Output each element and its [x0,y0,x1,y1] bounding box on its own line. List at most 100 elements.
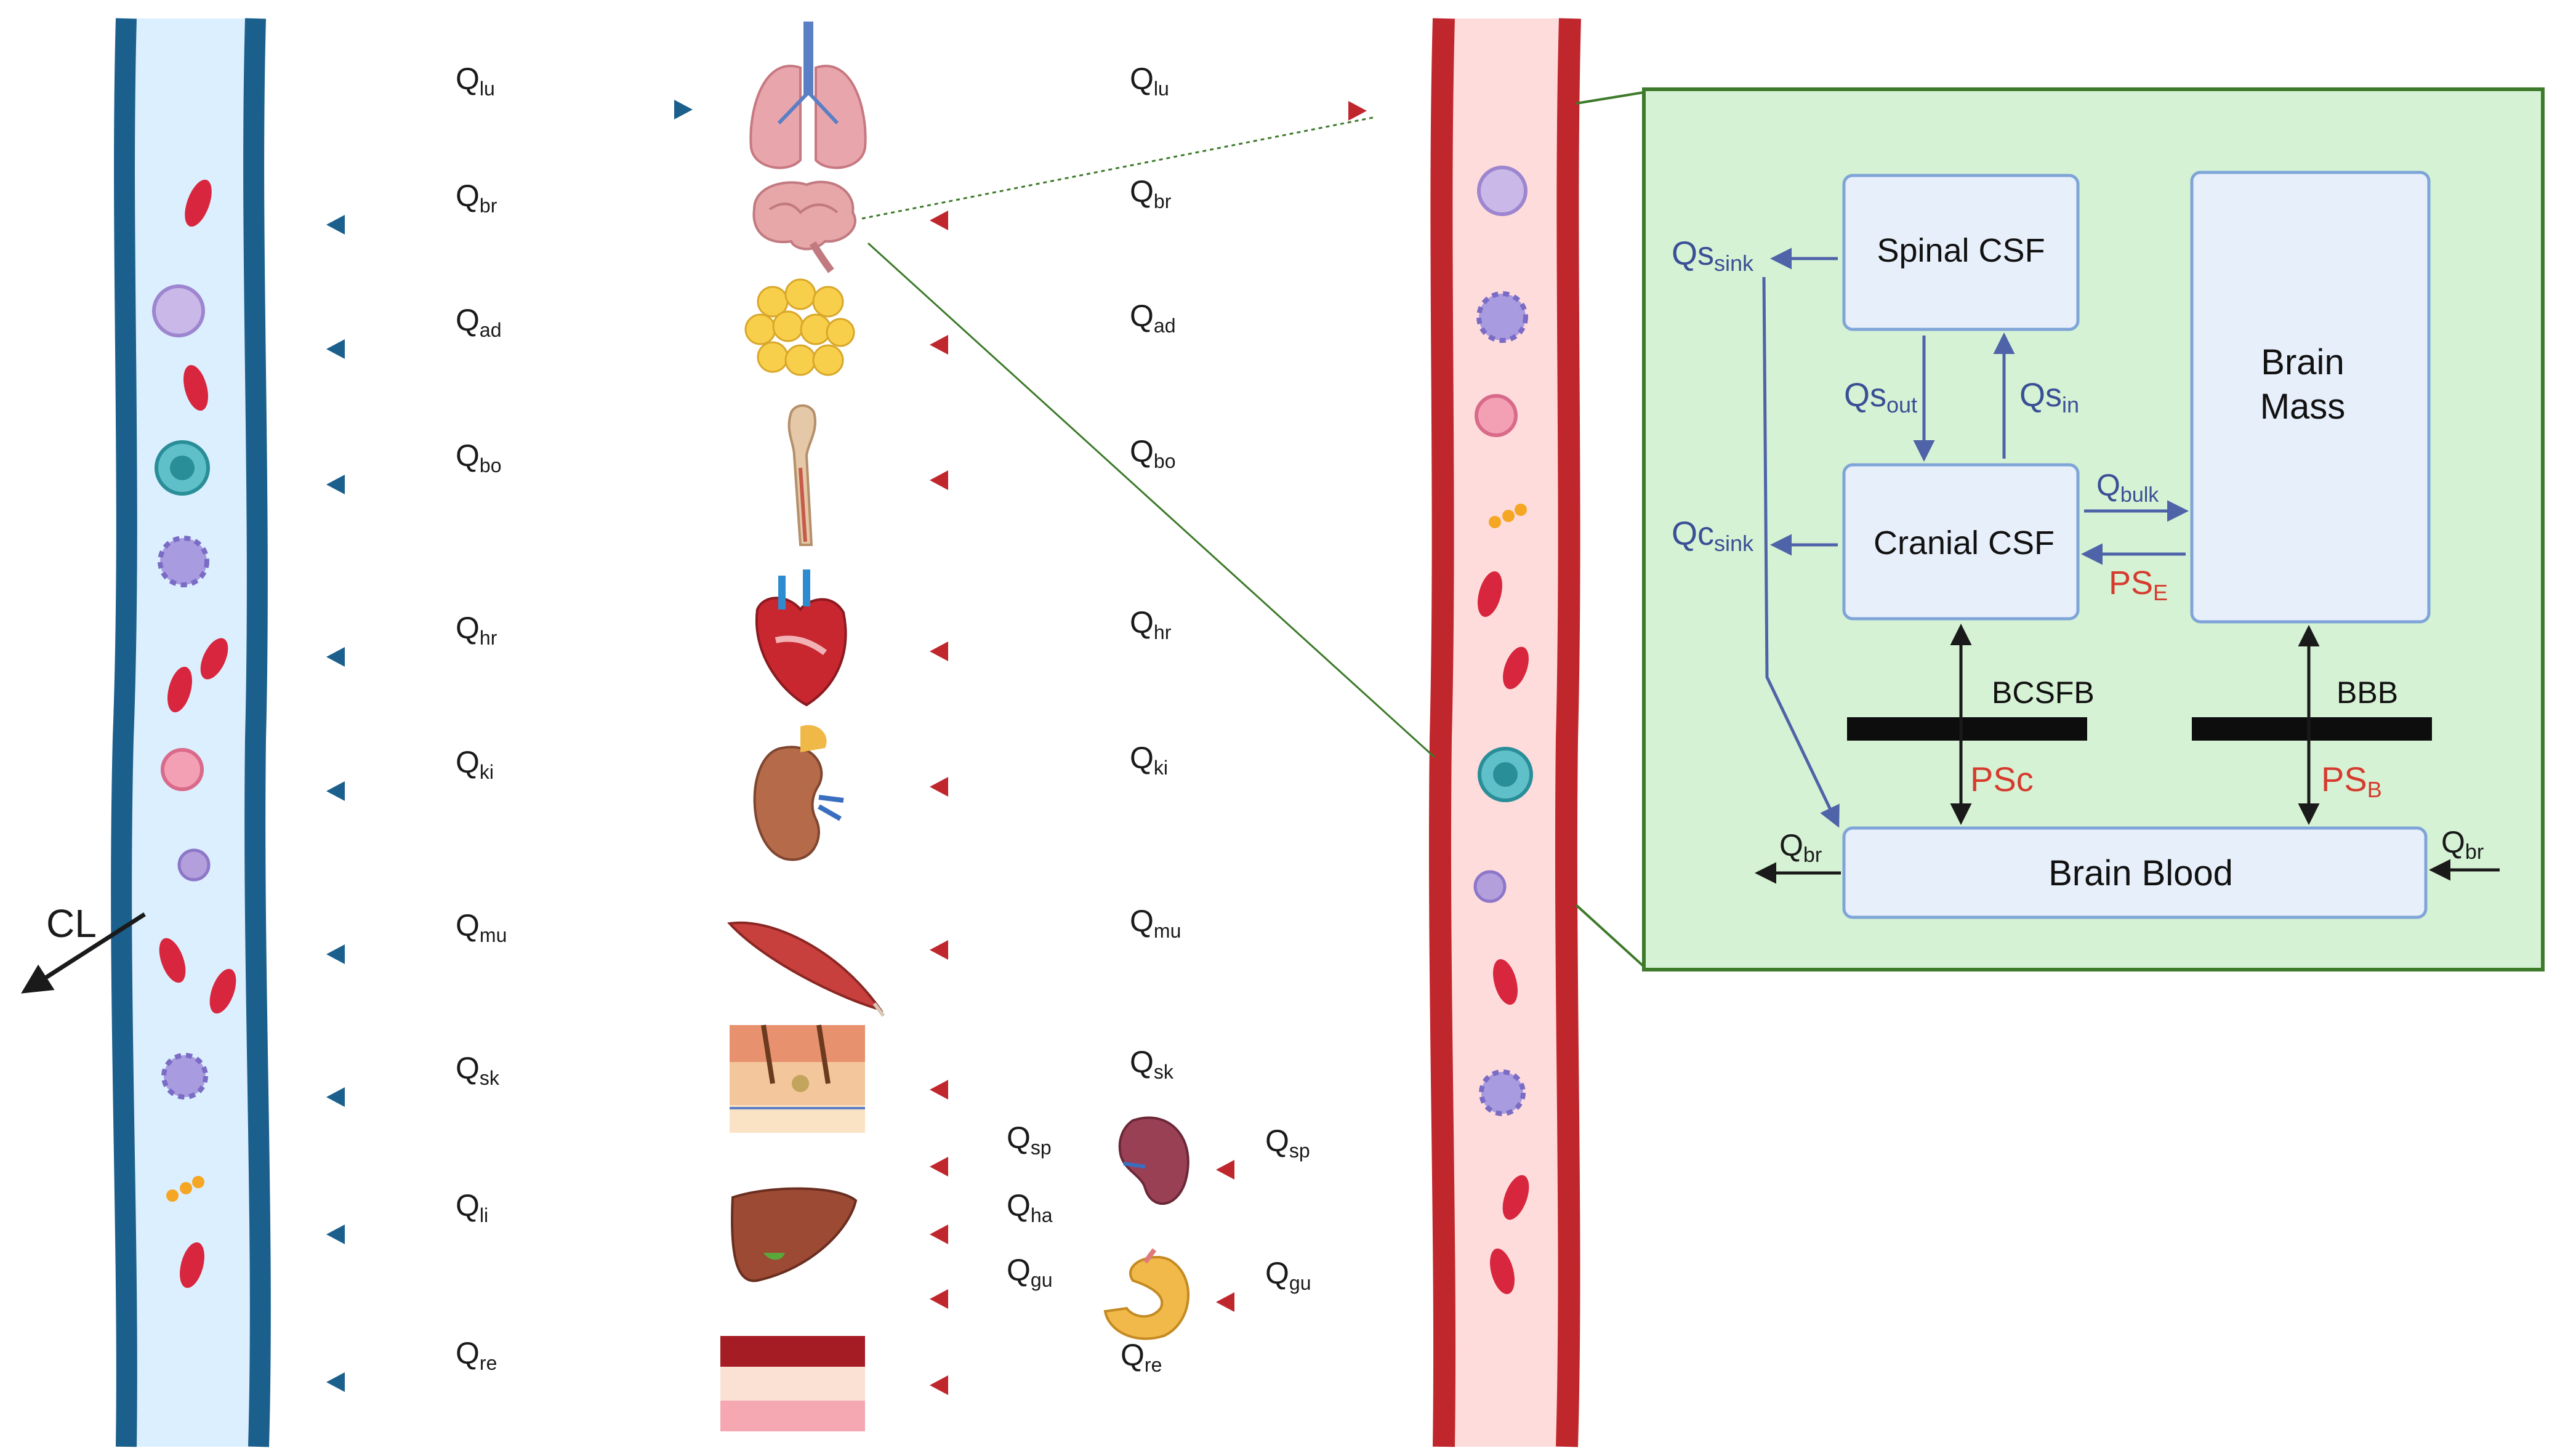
clearance-arrow [21,912,146,994]
kidney-icon [753,725,844,861]
spleen-icon [1118,1116,1189,1205]
zoom-connector-bottom [867,242,1436,758]
lymphocyte-icon [1473,870,1507,903]
label-qs-in: Qsin [2019,377,2079,417]
cranial-csf-label: Cranial CSF [1874,525,2055,561]
liver-icon [731,1187,858,1282]
arrowhead [326,944,345,964]
dendritic-cell-icon [158,536,209,587]
platelet-icon [166,1176,204,1202]
brain-mass-label-line2: Mass [2260,387,2346,427]
arrowhead [1348,101,1367,121]
cranial-csf-box [1842,463,2080,621]
label-q-re-arterial: Qre [1121,1338,1162,1376]
label-q-ki-venous: Qki [456,745,494,783]
label-q-sp-arterial: Qsp [1265,1124,1310,1162]
label-q-mu-arterial: Qmu [1130,904,1181,942]
red-blood-cell-icon [200,638,228,680]
bcsfb-barrier [1847,717,2087,741]
dendritic-cell-icon [1479,1069,1526,1116]
red-blood-cell-icon [180,1242,204,1288]
arrowhead [326,1225,345,1244]
zoom-connector-panel-bottom [1575,904,1645,968]
label-q-ad-venous: Qad [456,303,502,341]
venous-flow-labels: Qlu Qbr Qad Qbo Qhr Qki Qmu Qsk Qli Qre [456,62,507,1374]
arrowhead [930,642,948,661]
label-q-mu-venous: Qmu [456,908,507,946]
red-blood-cell-icon [1493,959,1518,1005]
arrowhead [930,335,948,355]
label-q-br-in: Qbr [2441,825,2484,864]
arrowhead [930,777,948,797]
label-q-sk-venous: Qsk [456,1051,500,1089]
brain-mass-box [2190,171,2431,624]
label-q-lu-arterial: Qlu [1130,62,1169,100]
bbb-label: BBB [2337,675,2398,710]
bcsfb-label: BCSFB [1992,675,2095,710]
red-blood-cell-icon [167,667,192,712]
arrowhead [326,1372,345,1392]
arrowhead [674,100,693,119]
zoom-connector-top [861,116,1377,220]
brain-model-panel: Spinal CSF Cranial CSF Brain Mass Brain … [1642,87,2545,971]
label-q-sk-arterial: Qsk [1130,1045,1174,1083]
label-q-hr-venous: Qhr [456,611,497,649]
label-ps-c: PSc [1970,760,2034,798]
red-blood-cell-icon [185,179,212,227]
monocyte-nucleus-icon [170,456,195,480]
brain-mass-label-line1: Brain [2261,342,2344,382]
arterial-flow-labels: Qlu Qbr Qad Qbo Qhr Qki Qmu Qsk Qsp Qsp … [1007,62,1311,1376]
label-q-ha-arterial: Qha [1007,1188,1053,1226]
red-blood-cell-icon [183,365,208,411]
neutrophil-icon [1475,394,1518,437]
arrowhead [930,1157,948,1176]
label-q-br-out: Qbr [1779,828,1822,867]
arrowhead [326,647,345,667]
skin-icon [730,1024,865,1133]
muscle-icon [727,921,885,1017]
label-q-re-venous: Qre [456,1336,497,1374]
arrowhead [326,339,345,359]
label-qs-out: Qsout [1844,377,1917,417]
brain-blood-label: Brain Blood [2048,853,2233,893]
label-q-li-venous: Qli [456,1188,488,1226]
monocyte-nucleus-icon [1493,762,1518,787]
clearance-label: CL [46,901,97,946]
white-blood-cell-icon [1477,166,1528,216]
arrowhead [930,470,948,490]
label-qs-sink: Qssink [1672,235,1754,276]
red-blood-cell-icon [1490,1249,1515,1294]
arrowhead [930,1289,948,1309]
spinal-csf-label: Spinal CSF [1877,232,2045,269]
neutrophil-icon [161,748,204,791]
label-q-br-venous: Qbr [456,179,497,217]
brain-blood-box [1842,826,2428,919]
arrowhead [326,781,345,801]
label-q-gu-from-gut: Qgu [1007,1253,1053,1291]
label-ps-e: PSE [2109,565,2168,605]
red-blood-cell-icon [1503,646,1529,690]
arrowhead [326,475,345,494]
label-q-ad-arterial: Qad [1130,299,1176,337]
venous-flow-arrows [296,100,693,1392]
label-q-lu-venous: Qlu [456,62,495,100]
red-blood-cell-icon [159,938,186,983]
spinal-csf-box [1842,174,2080,331]
lung-icon [749,22,867,169]
arrowhead [930,211,948,230]
brain-icon [752,180,856,273]
arrowhead [930,1080,948,1100]
red-blood-cell-icon [1502,1175,1529,1220]
white-blood-cell-icon [152,284,205,337]
heart-icon [755,569,847,707]
label-q-bulk: Qbulk [2096,468,2159,507]
zoom-connector-panel-top [1576,91,1644,105]
dendritic-cell-icon [1476,291,1528,343]
bbb-barrier [2192,717,2432,741]
arrowhead [1216,1160,1234,1180]
rest-of-body-icon [720,1336,865,1431]
bone-icon [787,404,816,546]
red-blood-cell-icon [1478,571,1502,617]
gut-icon [1103,1248,1190,1340]
